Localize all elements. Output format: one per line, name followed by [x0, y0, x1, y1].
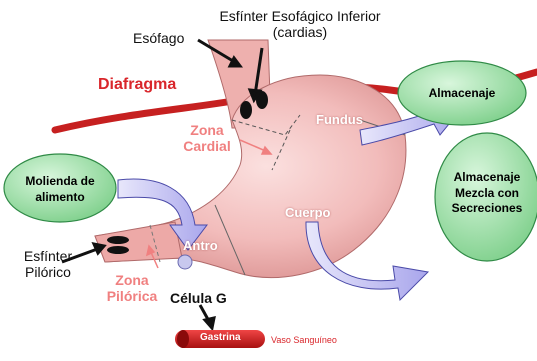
label-zona-pilorica: Zona Pilórica — [102, 272, 162, 304]
label-esfinter-pilorico: Esfínter Pilórico — [18, 248, 78, 280]
label-fundus: Fundus — [316, 113, 363, 128]
pyloric-sphincter-bottom — [107, 246, 129, 254]
bubble-almacenaje-mezcla: Almacenaje Mezcla con Secreciones — [437, 170, 537, 217]
les-sphincter-left — [240, 101, 252, 119]
label-celula-g: Célula G — [170, 290, 227, 306]
label-cuerpo: Cuerpo — [285, 206, 331, 221]
bubble-almacenaje: Almacenaje — [402, 86, 522, 102]
label-vaso-sanguineo: Vaso Sanguíneo — [271, 335, 337, 345]
blood-vessel-end — [177, 330, 189, 348]
label-diafragma: Diafragma — [98, 76, 176, 94]
label-esfinter-inferior: Esfínter Esofágico Inferior (cardias) — [190, 8, 410, 40]
g-cell — [178, 255, 192, 269]
bubble-molienda: Molienda de alimento — [6, 174, 114, 205]
pyloric-canal — [95, 222, 182, 262]
label-gastrina: Gastrina — [200, 332, 241, 344]
label-esofago: Esófago — [133, 30, 184, 46]
label-antro: Antro — [183, 239, 218, 254]
pyloric-sphincter-top — [107, 236, 129, 244]
label-zona-cardial: Zona Cardial — [176, 122, 238, 154]
